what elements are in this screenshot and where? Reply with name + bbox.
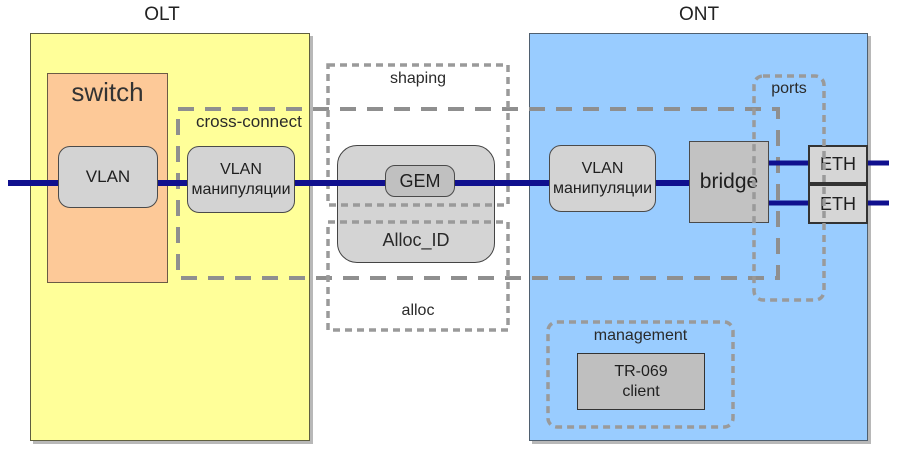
alloc-label: alloc xyxy=(401,302,435,319)
ont-vlan-manip-line2: манипуляции xyxy=(552,179,653,197)
tr069-line2: client xyxy=(622,382,660,400)
eth-port-1: ETH xyxy=(808,145,868,184)
management-label: management xyxy=(593,327,688,344)
cross-connect-label: cross-connect xyxy=(196,112,302,131)
olt-vlan-manip-line2: манипуляции xyxy=(191,180,291,198)
olt-vlan-manip-line1: VLAN xyxy=(220,161,262,179)
tr069-line1: TR-069 xyxy=(614,362,668,380)
ports-label: ports xyxy=(771,80,807,97)
olt-title: OLT xyxy=(144,4,180,25)
eth-port-2: ETH xyxy=(808,184,868,224)
gem-label: GEM xyxy=(399,170,441,191)
olt-vlan-manipulation-node: VLAN манипуляции xyxy=(187,146,295,213)
bridge-label: bridge xyxy=(699,170,759,193)
eth2-label: ETH xyxy=(820,193,856,214)
olt-vlan-node: VLAN xyxy=(58,146,158,208)
shaping-label: shaping xyxy=(389,70,447,87)
bridge-node: bridge xyxy=(689,141,769,223)
eth1-label: ETH xyxy=(820,154,856,174)
gem-alloc-container: Alloc_ID xyxy=(337,145,495,263)
ont-vlan-manip-line1: VLAN xyxy=(581,160,624,178)
ont-vlan-manipulation-node: VLAN манипуляции xyxy=(549,145,656,212)
switch-label: switch xyxy=(71,77,144,107)
ont-title: ONT xyxy=(678,4,720,25)
gem-node: GEM xyxy=(385,165,455,197)
olt-vlan-label: VLAN xyxy=(85,167,131,186)
tr069-client-node: TR-069 client xyxy=(577,353,705,410)
alloc-id-label: Alloc_ID xyxy=(382,230,450,250)
